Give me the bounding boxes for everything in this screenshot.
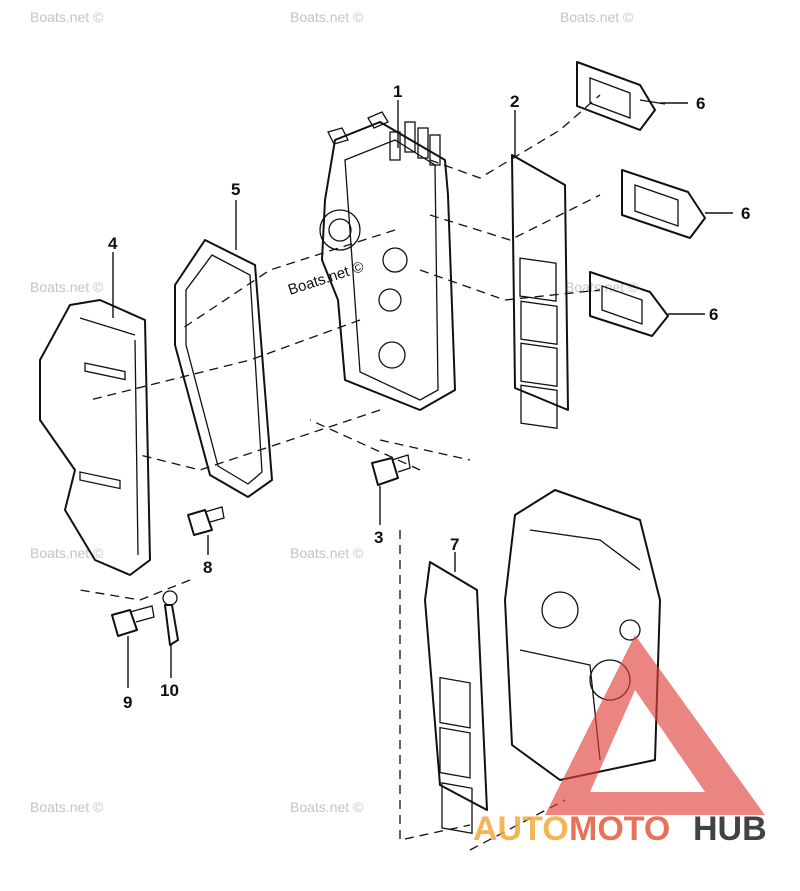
watermark: Boats.net ©: [290, 9, 364, 25]
logo-moto: MOTO: [569, 810, 670, 848]
watermark: Boats.net ©: [30, 799, 104, 815]
watermark: Boats.net ©: [30, 9, 104, 25]
watermark: Boats.net ©: [560, 9, 634, 25]
crankcase-block: [504, 489, 661, 781]
callout-4: 4: [108, 234, 118, 253]
callout-10: 10: [160, 681, 179, 700]
assembly-dash-lines: [79, 94, 601, 851]
automotohub-logo: AUTO MOTO HUB: [473, 635, 767, 848]
callout-3: 3: [374, 528, 383, 547]
logo-auto: AUTO: [473, 810, 569, 848]
watermark: Boats.net ©: [30, 545, 104, 561]
gasket-part-2: [511, 154, 569, 430]
gasket-part-5: [174, 239, 273, 498]
watermark: Boats.net ©: [290, 545, 364, 561]
callout-6-top: 6: [696, 94, 705, 113]
watermark: Boats.net ©: [30, 279, 104, 295]
callout-numbers: 1 2 3 4 5 6 6 6 7 8 9 10: [108, 82, 750, 712]
reed-valve-part-6: [576, 61, 666, 131]
intake-manifold-part: [319, 111, 456, 411]
callout-6-bottom: 6: [709, 305, 718, 324]
callout-5: 5: [231, 180, 240, 199]
callout-2: 2: [510, 92, 519, 111]
reed-valve-part-6: [589, 271, 669, 337]
callout-8: 8: [203, 558, 212, 577]
gasket-part-7: [424, 561, 488, 834]
bolt-part-9: [111, 605, 155, 637]
logo-triangle-icon: [545, 635, 765, 815]
logo-hub: HUB: [693, 810, 767, 848]
callout-1: 1: [393, 82, 402, 101]
callout-9: 9: [123, 693, 132, 712]
bolt-part-3: [371, 454, 411, 486]
cover-part-4: [39, 299, 151, 576]
clamp-part-10: [162, 590, 179, 646]
callout-7: 7: [450, 535, 459, 554]
watermark: Boats.net ©: [290, 799, 364, 815]
callout-6-middle: 6: [741, 204, 750, 223]
bolt-part-8: [187, 506, 225, 536]
background-watermarks: Boats.net © Boats.net © Boats.net © Boat…: [30, 9, 639, 815]
reed-valve-part-6: [621, 169, 706, 239]
leader-lines: [112, 100, 733, 688]
